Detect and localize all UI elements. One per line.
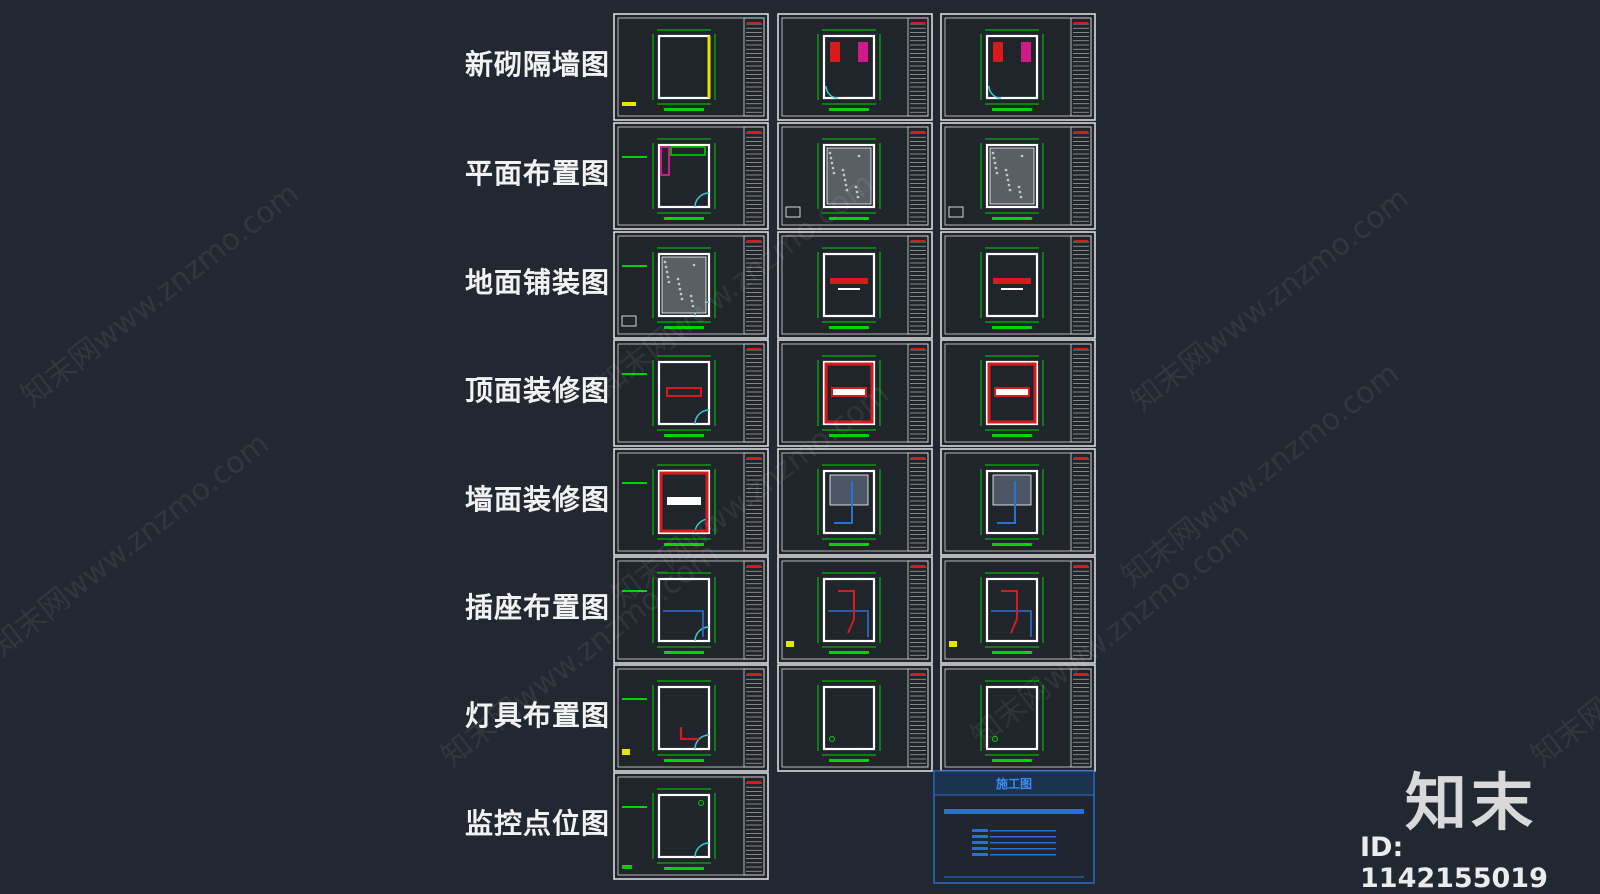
drawing-sheet[interactable] xyxy=(613,339,769,447)
row-label: 平面布置图 xyxy=(464,157,610,190)
drawing-sheet[interactable] xyxy=(940,13,1096,121)
row-label: 地面铺装图 xyxy=(464,266,610,299)
row-label: 墙面装修图 xyxy=(464,483,610,516)
row-label: 灯具布置图 xyxy=(464,699,610,732)
cover-sheet-title: 施工图 xyxy=(996,776,1032,791)
drawing-sheet[interactable] xyxy=(613,556,769,664)
drawing-sheet[interactable] xyxy=(940,556,1096,664)
drawing-sheet[interactable] xyxy=(613,772,769,880)
drawing-sheet[interactable] xyxy=(777,122,933,230)
drawing-sheet[interactable] xyxy=(613,231,769,339)
drawing-sheet[interactable] xyxy=(613,13,769,121)
row-label: 新砌隔墙图 xyxy=(464,48,610,81)
drawing-sheet[interactable] xyxy=(777,448,933,556)
drawing-sheet[interactable] xyxy=(777,231,933,339)
drawing-sheet[interactable] xyxy=(940,122,1096,230)
row-label: 顶面装修图 xyxy=(464,374,610,407)
drawing-sheet[interactable] xyxy=(940,231,1096,339)
brand-id: ID: 1142155019 xyxy=(1360,832,1548,894)
drawing-sheet[interactable] xyxy=(777,664,933,772)
cover-sheet[interactable]: 施工图 xyxy=(933,770,1095,884)
brand-logo: 知末 xyxy=(1405,766,1538,839)
drawing-sheet[interactable] xyxy=(940,339,1096,447)
drawing-sheet[interactable] xyxy=(777,339,933,447)
drawing-sheet[interactable] xyxy=(940,664,1096,772)
drawing-sheet[interactable] xyxy=(613,664,769,772)
drawing-sheet[interactable] xyxy=(777,13,933,121)
drawing-sheet[interactable] xyxy=(613,448,769,556)
drawing-sheet[interactable] xyxy=(613,122,769,230)
row-label: 插座布置图 xyxy=(464,591,610,624)
row-label: 监控点位图 xyxy=(464,807,610,840)
drawing-sheet[interactable] xyxy=(777,556,933,664)
drawing-sheet[interactable] xyxy=(940,448,1096,556)
